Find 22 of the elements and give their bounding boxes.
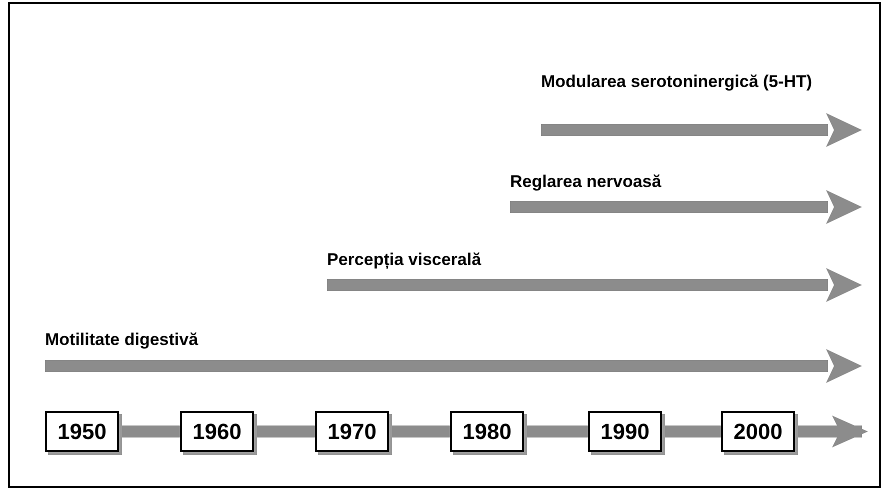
- year-label: 2000: [734, 418, 782, 444]
- period-label: Percepția viscerală: [327, 250, 482, 270]
- year-box: [45, 411, 119, 452]
- year-box: [315, 411, 389, 452]
- timeline-bar: [389, 426, 450, 438]
- timeline-bar: [662, 426, 721, 438]
- year-label: 1960: [192, 418, 242, 444]
- arrow: [795, 416, 868, 448]
- timeline-bar: [524, 426, 588, 438]
- year-box: [588, 411, 662, 452]
- period-label: Motilitate digestivă: [45, 330, 200, 350]
- period-label: Modularea serotoninergică (5-HT): [541, 72, 814, 92]
- timeline-bar: [254, 426, 315, 438]
- timeline-bar: [119, 426, 180, 438]
- year-label: 1970: [328, 418, 376, 444]
- year-box: [180, 411, 254, 452]
- year-label: 1980: [462, 418, 512, 444]
- year-label: 1950: [58, 418, 106, 444]
- year-box: [450, 411, 524, 452]
- period-label: Reglarea nervoasă: [510, 172, 662, 192]
- year-label: 1990: [600, 418, 650, 444]
- year-box: [721, 411, 795, 452]
